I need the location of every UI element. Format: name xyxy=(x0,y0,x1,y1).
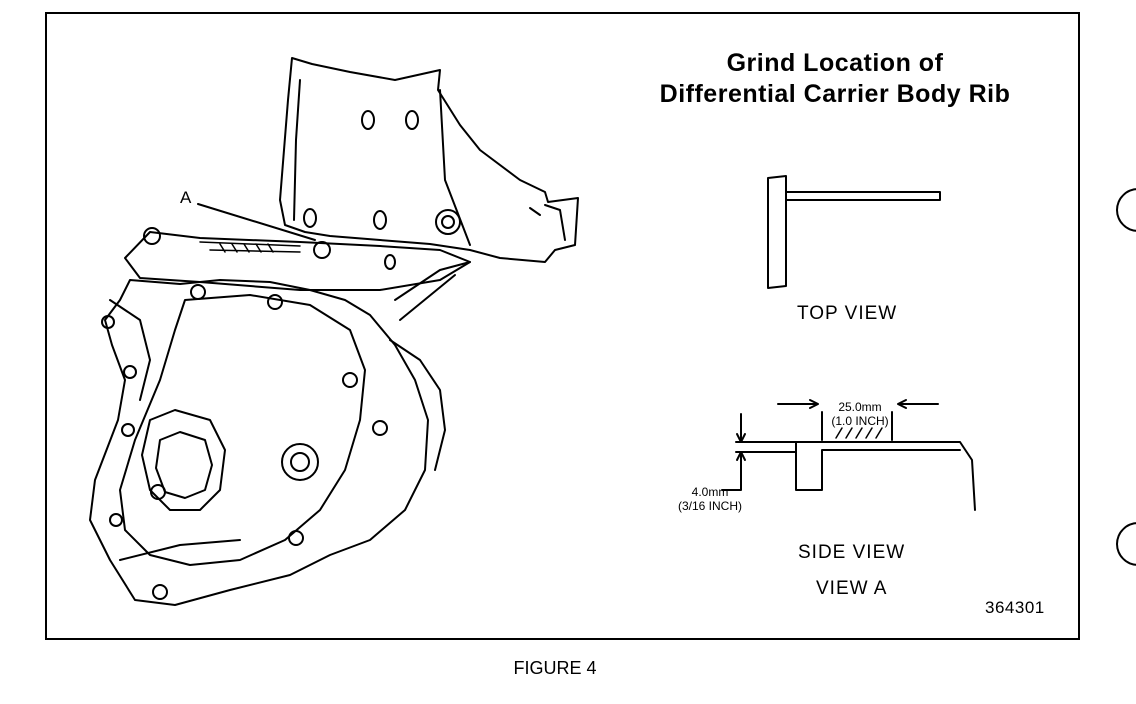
side-view-detail xyxy=(721,399,976,511)
dimension-width-mm: 25.0mm xyxy=(838,400,882,414)
dimension-width: 25.0mm (1.0 INCH) xyxy=(820,400,900,428)
carrier-housing xyxy=(89,261,471,606)
dimension-depth-inch: (3/16 INCH) xyxy=(677,499,742,513)
title-line-1: Grind Location of xyxy=(726,49,944,77)
title-line-2: Differential Carrier Body Rib xyxy=(659,80,1011,108)
figure-frame xyxy=(45,12,1080,640)
figure-caption: FIGURE 4 xyxy=(513,658,597,678)
dimension-width-inch: (1.0 INCH) xyxy=(831,414,889,428)
side-view-label: SIDE VIEW xyxy=(798,542,906,563)
callout-a-leader xyxy=(197,203,316,241)
figure-number: 364301 xyxy=(985,598,1045,617)
dimension-depth-mm: 4.0mm xyxy=(691,485,729,499)
top-view-detail xyxy=(767,175,941,289)
callout-a-label: A xyxy=(180,188,193,207)
view-a-label: VIEW A xyxy=(816,578,888,599)
top-view-label: TOP VIEW xyxy=(797,303,898,324)
mounting-bracket xyxy=(279,57,579,263)
carrier-top-rib xyxy=(124,227,471,291)
dimension-depth: 4.0mm (3/16 INCH) xyxy=(672,485,748,513)
figure-title: Grind Location of Differential Carrier B… xyxy=(620,48,1050,110)
